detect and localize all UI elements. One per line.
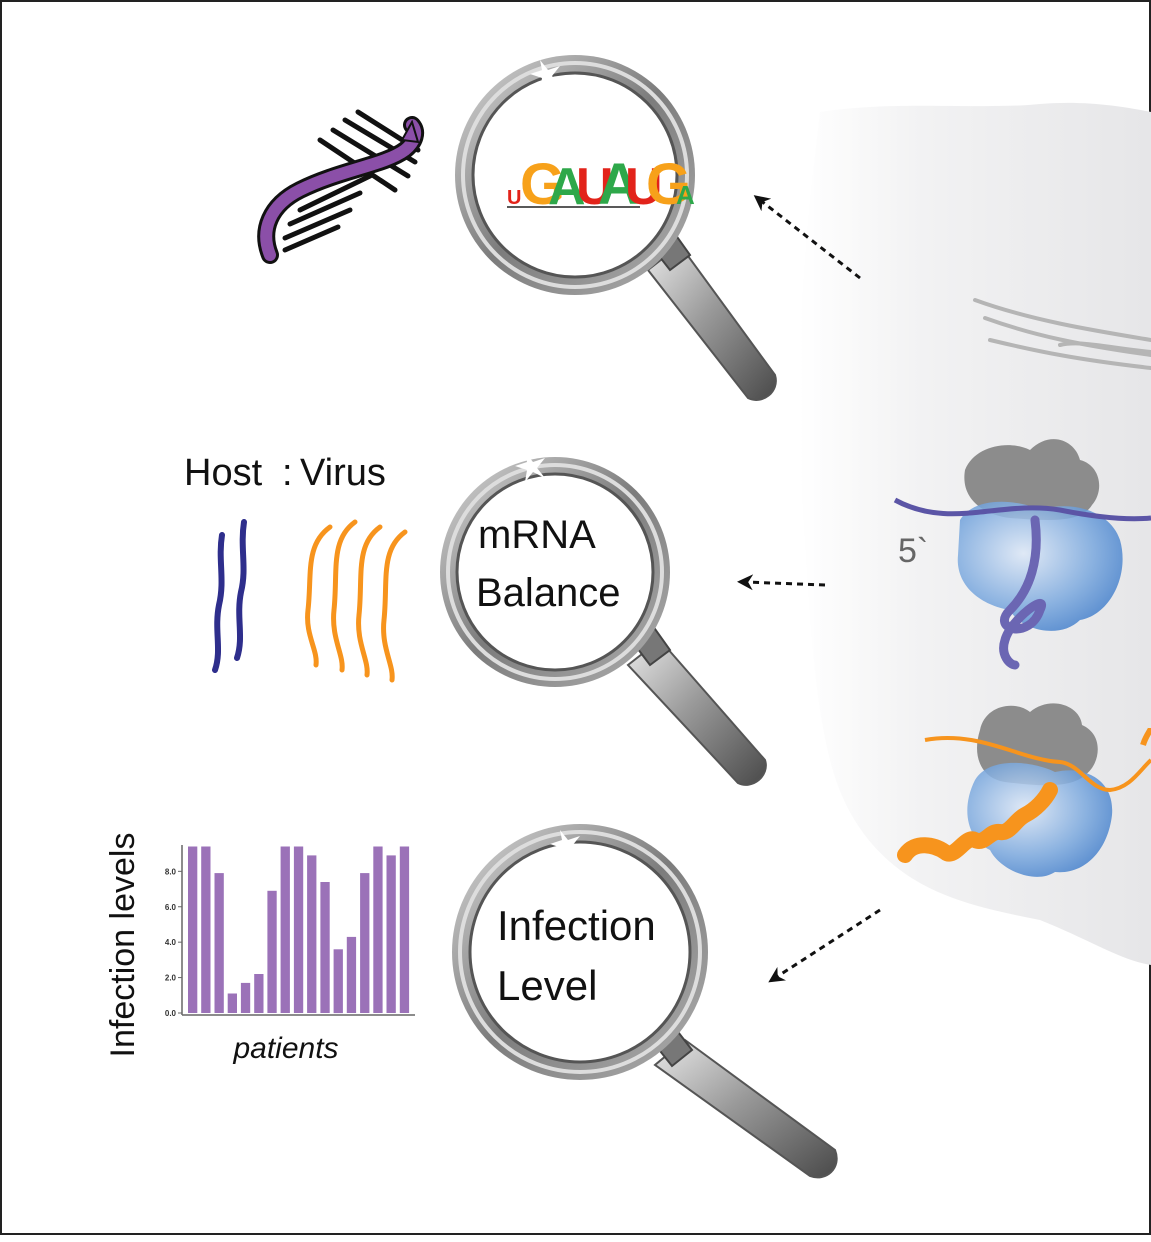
dna-helix-icon [257,109,425,264]
chart-bar-15 [373,846,383,1013]
chart-bar-10 [307,855,317,1013]
chart-bar-8 [280,846,290,1013]
chart-bar-14 [360,873,370,1013]
y-tick-label: 2.0 [165,974,177,983]
chart-xlabel: patients [232,1032,338,1065]
chart-bar-13 [346,936,357,1013]
motif-letter-7: G [646,152,691,217]
host-ribosome [893,439,1151,670]
host-virus-label: Host : Virus [184,452,386,494]
motif-letter-1: U [507,187,521,209]
mrna-balance-line1: mRNA [478,513,596,557]
arrows [737,195,881,983]
motif-letter-8: A [676,180,695,210]
chart-ylabel: Infection levels [104,833,142,1058]
arrow-to-balance [737,574,826,591]
chart-bar-17 [399,846,410,1013]
motif-letter-2: G [520,152,565,217]
infection-bar-chart: 0.0 2.0 4.0 6.0 8.0 Infection levels patient… [104,833,415,1065]
chart-bar-1 [188,846,198,1013]
chart-bar-9 [293,846,304,1013]
chart-bar-6 [254,974,264,1013]
er-membrane [973,298,1151,370]
virus-label: Virus [300,452,386,494]
viral-mrna-strands [305,519,408,683]
mrna-balance-line2: Balance [476,571,621,615]
viral-ribosome [897,703,1151,877]
chart-bar-4 [227,993,237,1013]
host-label: Host [184,452,263,494]
ratio-colon: : [282,452,293,494]
y-tick-label: 8.0 [165,867,177,876]
motif-letter-5: A [598,152,640,217]
chart-bar-7 [267,890,277,1013]
chart-bar-11 [320,882,330,1013]
infection-level-line1: Infection [497,902,656,949]
chart-bar-16 [386,855,396,1013]
chart-bar-3 [214,873,224,1013]
five-prime-label: 5` [898,532,928,570]
magnifier-mrna-balance [440,452,767,786]
y-tick-label: 0.0 [165,1009,177,1018]
magnifier-motif [455,55,777,401]
y-tick-label: 6.0 [165,903,177,912]
infection-level-line2: Level [497,962,597,1009]
chart-bar-5 [240,982,251,1013]
arrow-to-infection [768,908,881,983]
chart-bar-12 [333,949,343,1014]
y-tick-label: 4.0 [165,938,177,947]
chart-bar-2 [201,846,211,1013]
sequence-motif-logo: U G A U A U G A [507,152,695,217]
host-mrna-strands [212,519,247,673]
magnifier-infection-level [452,824,838,1179]
